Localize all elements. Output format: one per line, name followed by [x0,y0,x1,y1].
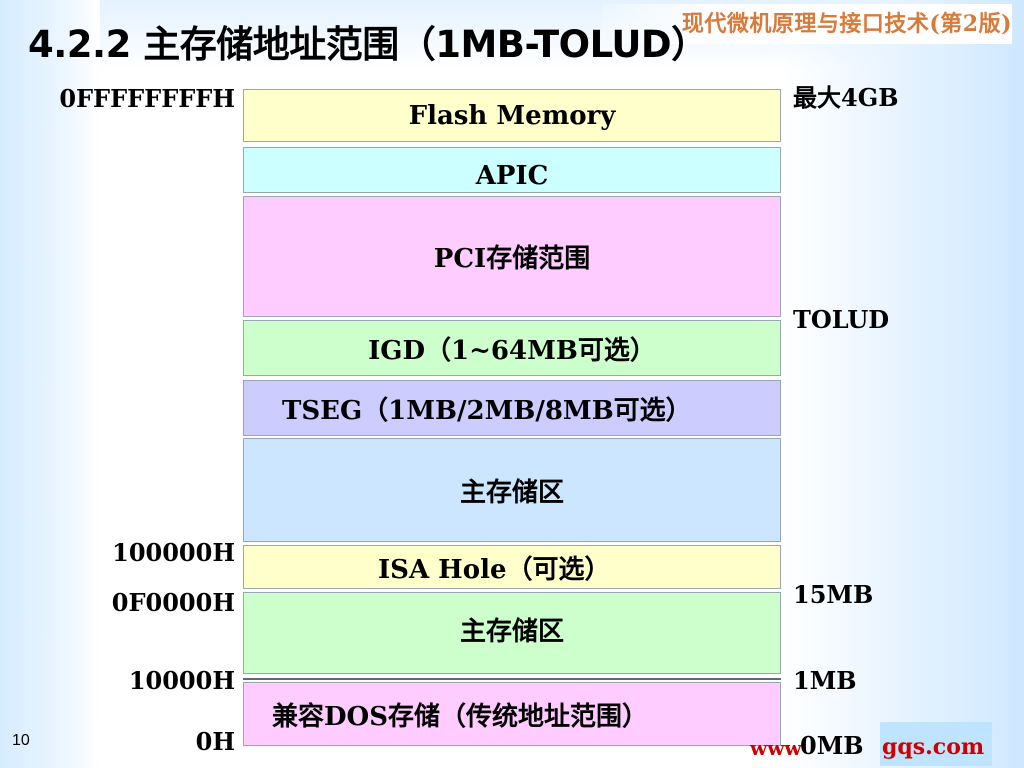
block-isa-hole: ISA Hole（可选） [243,545,781,589]
block-main-memory-upper-label: 主存储区 [459,477,564,508]
divider-line [243,678,781,680]
block-apic: APIC [243,147,781,193]
block-apic-label: APIC [475,161,549,191]
block-dos-compatible-label: 兼容DOS存储（传统地址范围） [272,701,648,732]
slide-number: 10 [12,732,30,749]
block-main-memory-upper: 主存储区 [243,438,781,542]
slide-title: 4.2.2 主存储地址范围（1MB-TOLUD） [28,23,708,66]
address-100000h: 100000H [112,538,235,567]
block-isa-hole-label: ISA Hole（可选） [378,554,611,585]
background-right [784,0,1024,768]
white-strip [97,722,237,758]
label-1mb: 1MB [793,666,857,695]
block-main-memory-lower-label: 主存储区 [459,617,564,647]
block-pci-memory-label: PCI存储范围 [433,244,591,274]
block-dos-compatible: 兼容DOS存储（传统地址范围） [243,682,781,746]
site-url-prefix: www [750,736,802,760]
block-igd-label: IGD（1~64MB可选） [368,335,656,366]
block-igd: IGD（1~64MB可选） [243,320,781,376]
site-url-suffix: gqs.com [882,734,985,760]
address-10000h: 10000H [128,666,235,695]
block-flash-memory: Flash Memory [243,89,781,142]
label-tolud: TOLUD [793,305,890,334]
address-0f0000h: 0F0000H [111,588,235,617]
block-tseg-label: TSEG（1MB/2MB/8MB可选） [282,395,692,426]
site-url-box [880,722,992,766]
address-top: 0FFFFFFFFH [59,84,235,113]
label-0mb: 0MB [800,731,864,760]
book-title-banner: 现代微机原理与接口技术(第2版) [602,4,1012,44]
block-pci-memory: PCI存储范围 [243,196,781,317]
address-0h: 0H [195,727,235,756]
label-15mb: 15MB [793,580,874,609]
block-main-memory-lower: 主存储区 [243,592,781,674]
background-left [0,0,100,768]
block-flash-memory-label: Flash Memory [408,100,616,131]
label-max-4gb: 最大4GB [793,83,899,112]
block-tseg: TSEG（1MB/2MB/8MB可选） [243,380,781,436]
